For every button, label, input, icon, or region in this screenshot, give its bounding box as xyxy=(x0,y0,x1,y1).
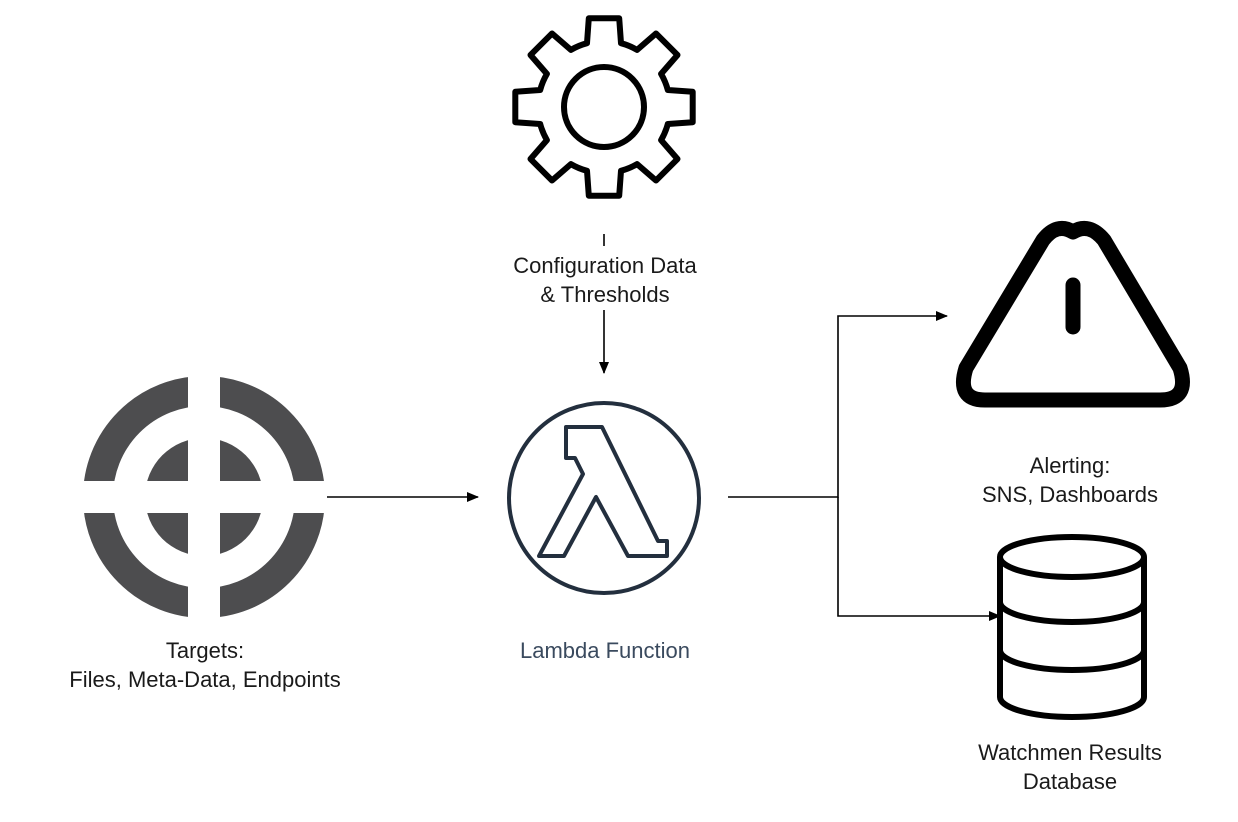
configuration-label-line2: & Thresholds xyxy=(540,282,670,307)
alerting-label: Alerting: SNS, Dashboards xyxy=(920,451,1220,509)
targets-label-line1: Targets: xyxy=(165,638,245,663)
database-label: Watchmen Results Database xyxy=(920,738,1220,796)
targets-label-line2: Files, Meta-Data, Endpoints xyxy=(69,667,341,692)
configuration-label-line1: Configuration Data xyxy=(513,253,697,278)
alerting-label-line1: Alerting: xyxy=(1029,453,1111,478)
targets-label: Targets: Files, Meta-Data, Endpoints xyxy=(20,636,390,694)
database-label-line1: Watchmen Results xyxy=(978,740,1162,765)
arrow-lambda-to-alerting xyxy=(728,311,948,498)
lambda-icon xyxy=(507,401,701,595)
crosshair-target-icon xyxy=(77,370,331,624)
arrow-lambda-to-database xyxy=(837,497,1001,621)
warning-triangle-icon xyxy=(955,220,1190,408)
connectors xyxy=(327,234,1001,621)
lambda-label-text: Lambda Function xyxy=(520,638,690,663)
gear-hub xyxy=(561,64,647,150)
alerting-label-line2: SNS, Dashboards xyxy=(981,482,1159,507)
gear-icon xyxy=(512,15,696,199)
lambda-label: Lambda Function xyxy=(455,636,755,665)
database-icon xyxy=(997,534,1147,720)
gear-outline xyxy=(512,15,696,199)
database-label-line2: Database xyxy=(1022,769,1118,794)
configuration-label: Configuration Data & Thresholds xyxy=(455,251,755,309)
